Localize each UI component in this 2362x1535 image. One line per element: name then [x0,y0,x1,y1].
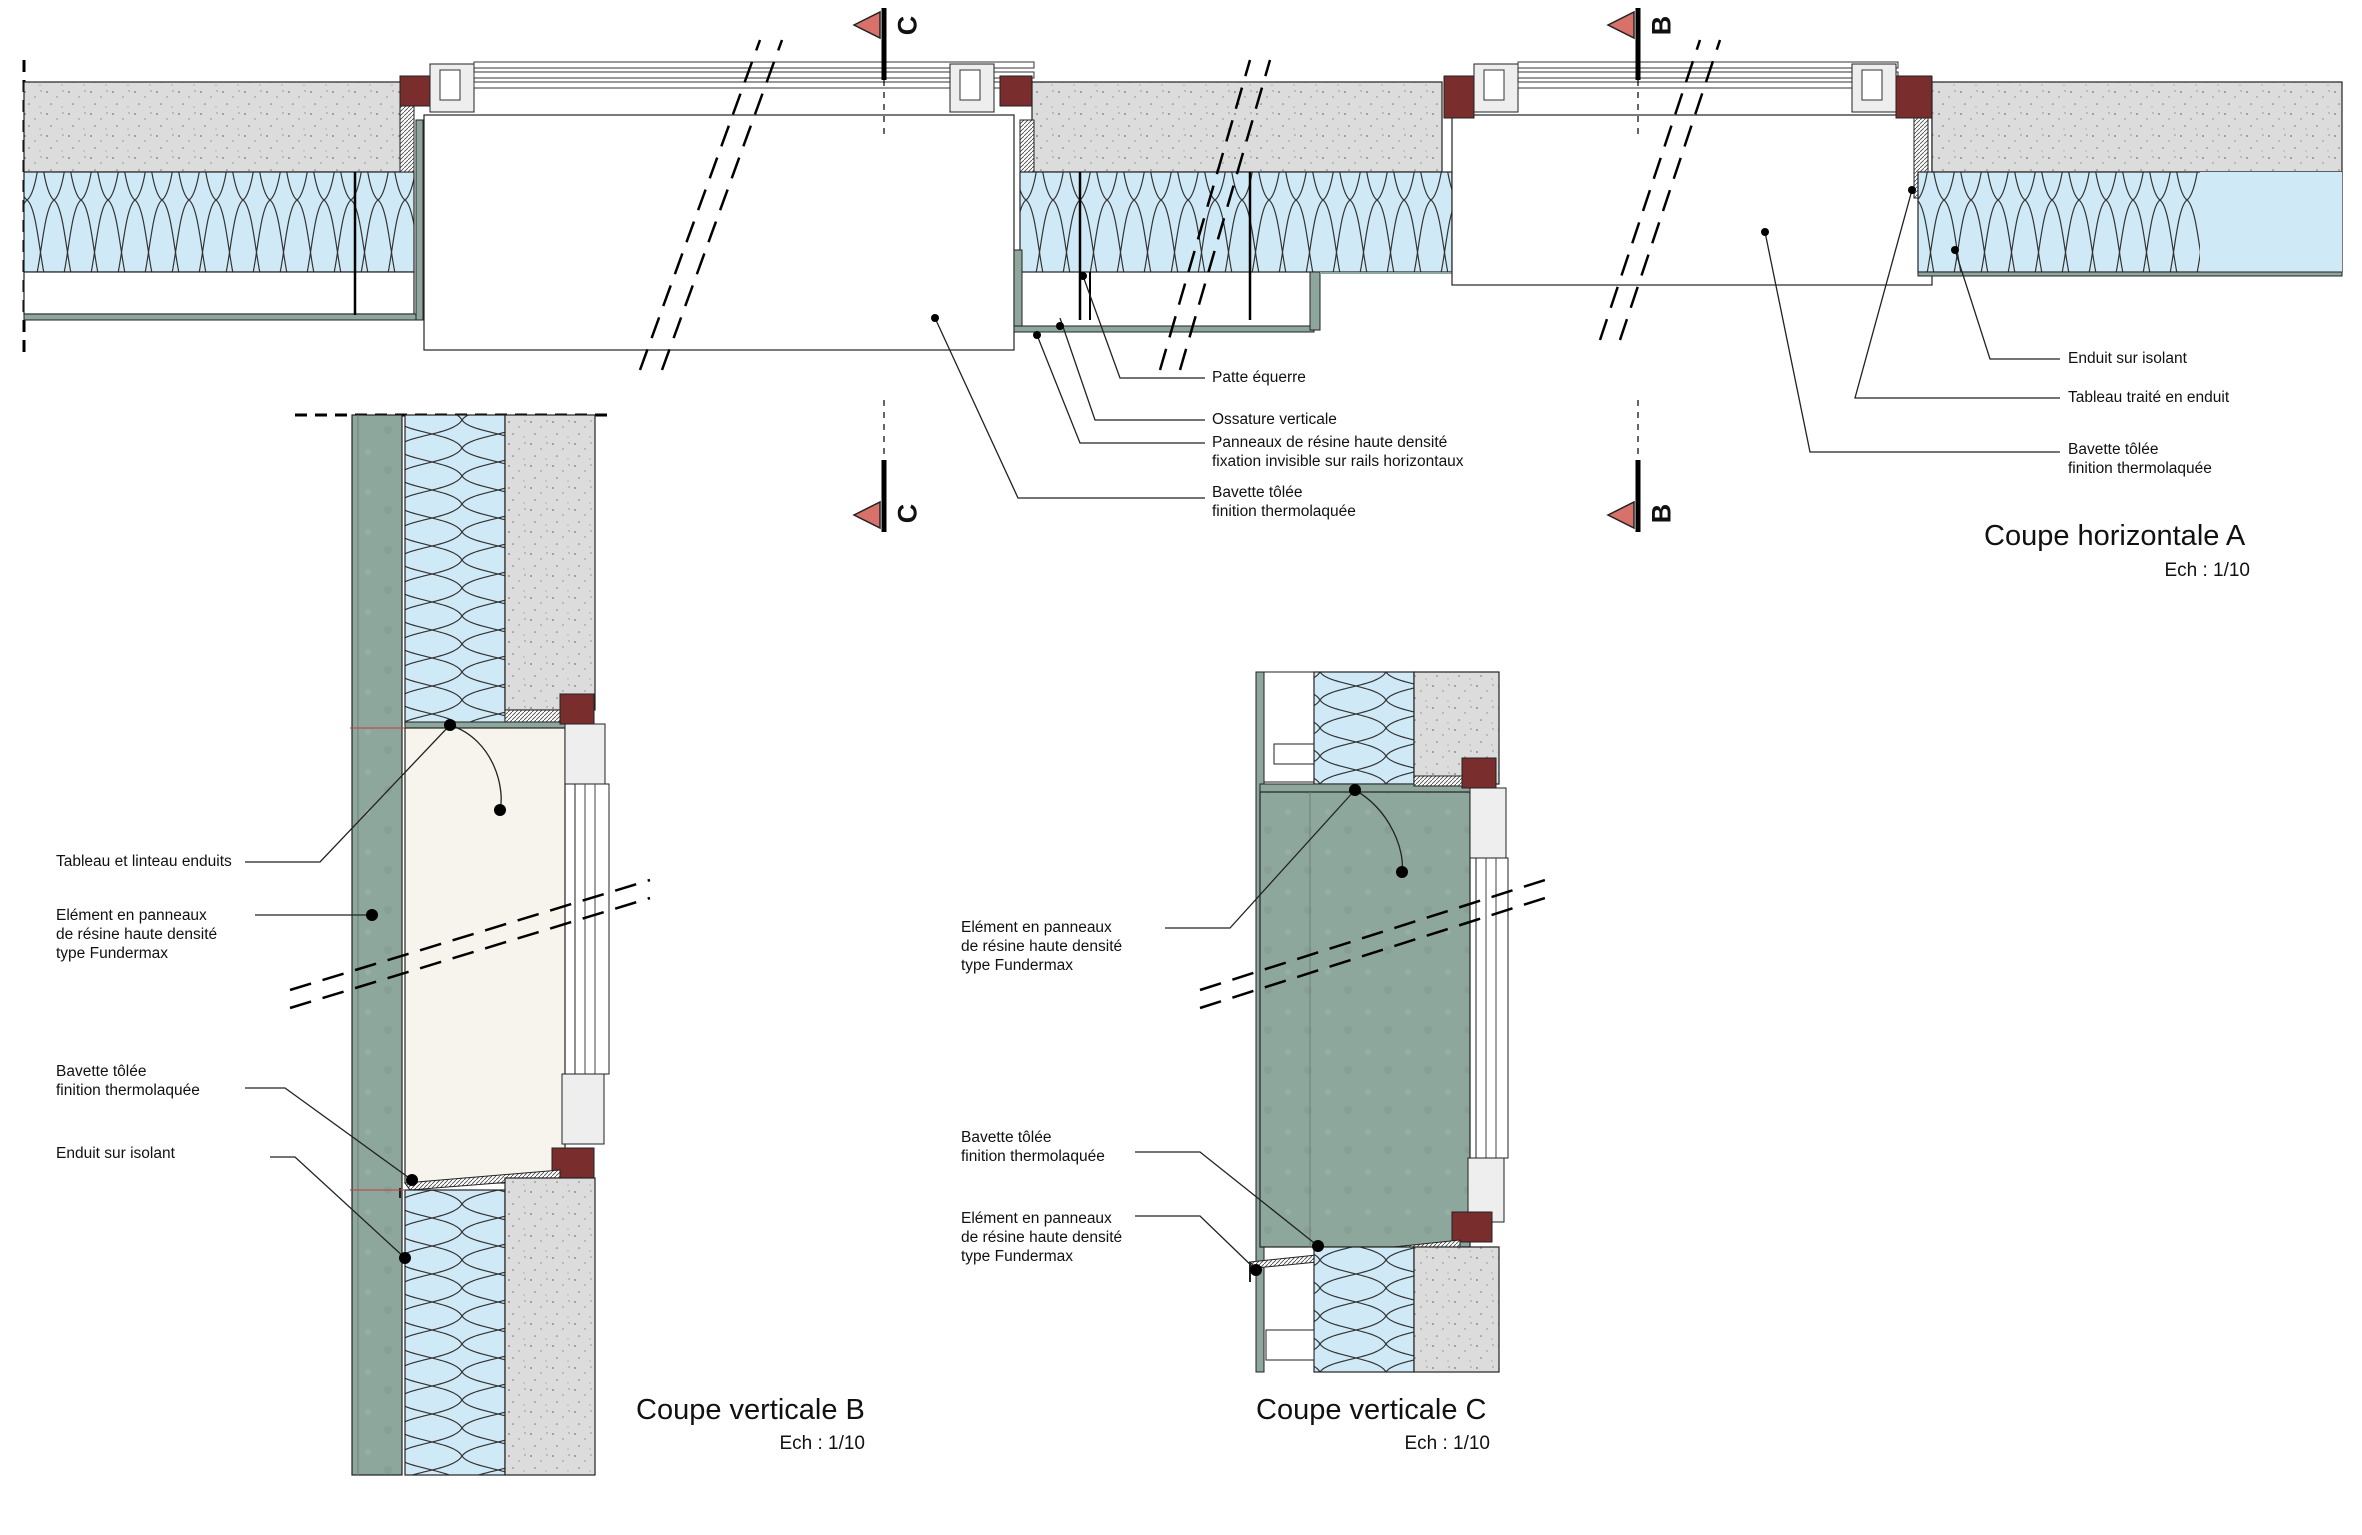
label-element-c-bot-line1: Elément en panneaux [961,1210,1112,1227]
label-panneaux-line2: fixation invisible sur rails horizontaux [1212,453,1464,470]
cut-marker-b-bottom-label: B [1646,503,1677,524]
label-bavette-b-line1: Bavette tôlée [56,1063,147,1080]
scale-coupe-horizontale-a: Ech : 1/10 [2164,560,2250,581]
label-element-c-top-line2: de résine haute densité [961,938,1123,955]
label-element-b-line2: de résine haute densité [56,926,218,943]
scale-coupe-verticale-c: Ech : 1/10 [1404,1433,1490,1454]
label-bavette-a-left-line1: Bavette tôlée [1212,484,1303,501]
label-element-b-line3: type Fundermax [56,945,168,962]
label-element-c-top-line3: type Fundermax [961,957,1073,974]
cut-marker-b-top [1606,8,1641,140]
label-element-c-bot-line2: de résine haute densité [961,1229,1123,1246]
label-enduit-sur-isolant-b: Enduit sur isolant [56,1145,175,1162]
label-bavette-b-line2: finition thermolaquée [56,1082,200,1099]
label-element-c-bot-line3: type Fundermax [961,1248,1073,1265]
label-patte-equerre: Patte équerre [1212,369,1306,386]
label-bavette-c-line2: finition thermolaquée [961,1148,1105,1165]
cut-marker-c-top-label: C [892,15,923,36]
label-ossature-verticale: Ossature verticale [1212,411,1337,428]
scale-coupe-verticale-b: Ech : 1/10 [779,1433,865,1454]
label-tableau-linteau: Tableau et linteau enduits [56,853,232,870]
vertical-section-c [1135,671,1546,1373]
vertical-section-b [245,413,651,1476]
label-bavette-a-right-line1: Bavette tôlée [2068,441,2159,458]
horizontal-leaders [934,189,2060,499]
label-bavette-c-line1: Bavette tôlée [961,1129,1052,1146]
cut-marker-b-bottom [1606,400,1641,532]
cut-marker-c-bottom [852,400,887,532]
title-coupe-horizontale-a: Coupe horizontale A [1984,520,2246,552]
horizontal-section-a [22,8,2343,532]
label-enduit-sur-isolant-a: Enduit sur isolant [2068,350,2187,367]
cut-marker-b-top-label: B [1646,15,1677,36]
label-tableau-traite: Tableau traité en enduit [2068,389,2230,406]
cut-marker-c-bottom-label: C [892,503,923,524]
label-bavette-a-right-line2: finition thermolaquée [2068,460,2212,477]
label-bavette-a-left-line2: finition thermolaquée [1212,503,1356,520]
label-element-c-top-line1: Elément en panneaux [961,919,1112,936]
title-coupe-verticale-c: Coupe verticale C [1256,1394,1487,1426]
label-element-b-line1: Elément en panneaux [56,907,207,924]
title-coupe-verticale-b: Coupe verticale B [636,1394,865,1426]
cut-marker-c-top [852,8,887,140]
label-panneaux-line1: Panneaux de résine haute densité [1212,434,1448,451]
